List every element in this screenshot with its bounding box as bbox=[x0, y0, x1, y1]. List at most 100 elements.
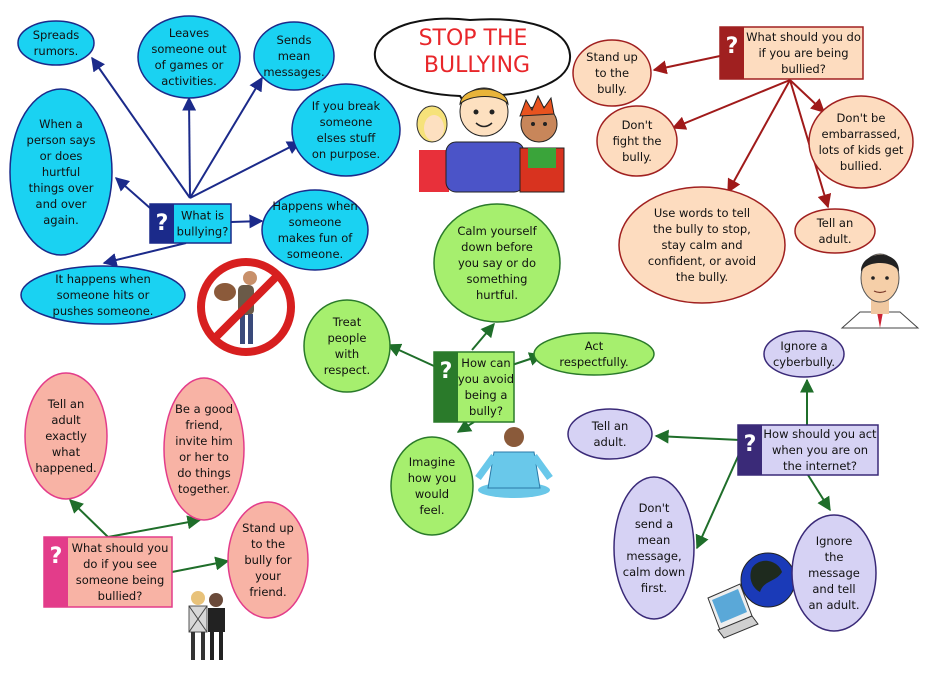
cartoon-kids-illustration bbox=[416, 87, 565, 193]
answer-text-line: It happens when bbox=[55, 272, 151, 286]
answer-text-line: what bbox=[52, 445, 81, 459]
answer-bubble bbox=[572, 39, 652, 107]
answer-text-line: bully for bbox=[244, 553, 292, 567]
answer-text-line: happened. bbox=[35, 461, 96, 475]
arrow-to-stand-up-friend bbox=[171, 556, 230, 573]
answer-bubble bbox=[433, 203, 561, 323]
answer-text-line: person says bbox=[27, 133, 96, 147]
question-mark-icon bbox=[150, 204, 174, 243]
question-mark-icon: ? bbox=[156, 211, 169, 236]
answer-text-line: cyberbully. bbox=[773, 355, 835, 369]
answer-text-line: an adult. bbox=[809, 598, 860, 612]
answer-text-line: adult. bbox=[594, 435, 627, 449]
answer-text-line: people bbox=[328, 331, 367, 345]
answer-text-line: the bully to stop, bbox=[653, 222, 751, 236]
answer-text-line: mean bbox=[278, 49, 311, 63]
answer-text-line: of games or bbox=[155, 58, 224, 72]
answer-bubble bbox=[303, 299, 391, 393]
title-line-2: BULLYING bbox=[424, 53, 530, 78]
answer-node-stand-up: Stand up to the bully. bbox=[572, 39, 652, 107]
question-text-line: bullying? bbox=[177, 225, 229, 239]
question-text-line: What is bbox=[181, 209, 224, 223]
arrow-to-mean-messages bbox=[189, 76, 263, 199]
answer-text-line: send a bbox=[635, 517, 673, 531]
answer-node-tell-adult-purple: Tell an adult. bbox=[567, 408, 653, 460]
question-mark-icon: ? bbox=[50, 544, 63, 569]
answer-bubble bbox=[24, 372, 108, 500]
answer-text-line: Leaves bbox=[169, 26, 209, 40]
question-text-line: the internet? bbox=[783, 459, 857, 473]
answer-text-line: rumors. bbox=[34, 44, 79, 58]
answer-text-line: together. bbox=[178, 482, 230, 496]
arrow-to-makes-fun bbox=[230, 214, 264, 229]
answer-text-line: elses stuff bbox=[317, 131, 377, 145]
answer-text-line: first. bbox=[641, 581, 667, 595]
answer-text-line: Stand up bbox=[242, 521, 294, 535]
answer-text-line: someone bbox=[320, 115, 373, 129]
question-text-line: being a bbox=[465, 388, 508, 402]
answer-bubble bbox=[20, 265, 186, 325]
arrow-to-hurtful-things bbox=[114, 177, 151, 209]
arrow-to-spreads-rumors bbox=[91, 56, 191, 199]
speech-bubble: STOP THE BULLYING bbox=[373, 17, 572, 115]
answer-text-line: someone out bbox=[151, 42, 227, 56]
answer-text-line: When a bbox=[39, 117, 83, 131]
answer-bubble bbox=[613, 476, 695, 620]
arrow-to-leaves-out bbox=[182, 96, 197, 199]
answer-text-line: on purpose. bbox=[312, 147, 380, 161]
answer-text-line: Tell an bbox=[816, 216, 854, 230]
answer-text-line: bully. bbox=[597, 82, 627, 96]
question-text-line: bully? bbox=[469, 404, 503, 418]
arrow-to-dont-fight bbox=[671, 79, 791, 130]
answer-text-line: pushes someone. bbox=[53, 304, 154, 318]
answer-text-line: you say or do bbox=[458, 256, 536, 270]
answer-text-line: Tell an bbox=[591, 419, 629, 433]
question-mark-icon bbox=[434, 352, 458, 422]
answer-text-line: fight the bbox=[613, 134, 662, 148]
answer-text-line: with bbox=[335, 347, 359, 361]
arrow-to-dont-send-mean bbox=[695, 451, 741, 550]
arrow-to-hits-pushes bbox=[102, 242, 187, 267]
answer-text-line: again. bbox=[43, 213, 79, 227]
answer-text-line: Stand up bbox=[586, 50, 638, 64]
answer-bubble bbox=[596, 105, 678, 177]
answer-text-line: to the bbox=[595, 66, 629, 80]
answer-text-line: respect. bbox=[324, 363, 370, 377]
answer-bubble bbox=[17, 20, 95, 66]
question-mark-icon bbox=[44, 537, 68, 607]
answer-text-line: embarrassed, bbox=[822, 127, 901, 141]
answer-text-line: Tell an bbox=[47, 397, 85, 411]
answer-text-line: adult. bbox=[819, 232, 852, 246]
answer-text-line: something bbox=[467, 272, 528, 286]
answer-text-line: Happens when bbox=[272, 199, 357, 213]
answer-text-line: message, bbox=[626, 549, 681, 563]
question-text-line: when you are on bbox=[772, 443, 868, 457]
answer-text-line: the bully. bbox=[676, 270, 728, 284]
answer-text-line: Imagine bbox=[409, 455, 456, 469]
answer-text-line: would bbox=[415, 487, 449, 501]
answer-bubble bbox=[791, 514, 877, 632]
answer-bubble bbox=[227, 501, 309, 619]
question-text-line: someone being bbox=[76, 573, 165, 587]
answer-text-line: someone bbox=[289, 215, 342, 229]
question-text-line: How should you act bbox=[763, 427, 877, 441]
answer-text-line: to the bbox=[251, 537, 285, 551]
arrow-to-use-words bbox=[727, 79, 791, 194]
answer-text-line: respectfully. bbox=[559, 355, 628, 369]
question-node-what-is-bullying: ? What is bullying? bbox=[149, 203, 232, 244]
answer-text-line: calm down bbox=[623, 565, 685, 579]
answer-text-line: feel. bbox=[419, 503, 444, 517]
